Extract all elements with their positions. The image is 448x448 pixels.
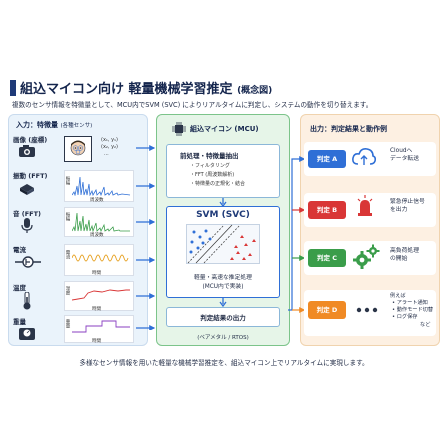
title-accent-bar: [10, 80, 16, 96]
arrow-down-icon-2: [219, 298, 227, 308]
output-d-line-3: • 動作モード切替: [392, 307, 434, 313]
vibration-axis-y: 振幅: [65, 176, 70, 185]
temperature-line: [72, 289, 130, 301]
sound-axis-y: 振幅: [65, 212, 70, 221]
gears-icon: [353, 244, 380, 269]
chip-icon: [172, 122, 186, 136]
coord-1: (x₁, y₁): [101, 137, 119, 143]
output-c-line-1: 高負荷処理: [390, 248, 419, 254]
sensor-label-vibration: 振動 (FFT): [13, 172, 48, 180]
preprocess-box: [166, 144, 280, 198]
sensor-label-image: 画像 (座標): [13, 136, 48, 144]
output-result-title: 判定結果の出力: [200, 314, 246, 322]
output-d-line-4: • ログ保存: [392, 314, 418, 320]
temperature-axis-y: 温度: [65, 286, 70, 295]
current-sensor-icon: [15, 256, 41, 268]
output-b-line-1: 緊急停止信号: [390, 199, 425, 205]
weight-axis-x: 時間: [92, 339, 101, 344]
microphone-icon: [21, 218, 33, 233]
output-arrows: [288, 156, 306, 313]
output-a-line-1: Cloudへ: [390, 148, 413, 154]
svm-caption-2: (MCU内で実装): [202, 284, 244, 290]
mcu-footer: (ベアメタル / RTOS): [197, 335, 249, 341]
temperature-chart: [64, 281, 134, 311]
input-panel-heading: 入力：特徴量 (各種センサ): [16, 121, 93, 129]
cloud-upload-icon: [352, 148, 376, 165]
preprocess-title: 前処理・特徴量抽出: [180, 152, 239, 160]
sensor-label-weight: 重量: [13, 318, 26, 326]
vibration-chart: [64, 170, 134, 202]
page-title: 組込マイコン向け 軽量機械学習推定 (概念図): [20, 82, 273, 97]
weight-line: [72, 320, 130, 333]
preprocess-item-2: ・FFT (周波数解析): [190, 172, 235, 178]
svm-title: SVM (SVC): [196, 210, 250, 220]
camera-icon: [19, 145, 35, 157]
judge-d-badge: 判定 D: [308, 301, 346, 319]
output-a-line-2: データ転送: [390, 156, 419, 162]
page-subtitle: 複数のセンサ情報を特徴量として、MCU内でSVM (SVC) によりリアルタイム…: [12, 101, 373, 109]
output-result-box: [166, 307, 280, 327]
sensor-label-current: 電流: [13, 246, 26, 254]
face-image-icon: [64, 136, 92, 162]
coord-ellipsis: ...: [104, 151, 109, 157]
title-note: (概念図): [237, 86, 273, 96]
sensor-label-sound: 音 (FFT): [13, 210, 42, 218]
sound-spectrum: [72, 212, 130, 232]
output-b-line-2: を出力: [390, 207, 408, 213]
temperature-axis-x: 時間: [92, 307, 101, 312]
footer-caption: 多様なセンサ情報を用いた軽量な機械学習推定を、組込マイコン上でリアルタイムに実現…: [79, 359, 369, 367]
current-chart: [64, 244, 134, 276]
output-c-line-2: の開始: [390, 256, 408, 262]
preprocess-item-3: ・特徴量の正規化・結合: [190, 181, 246, 187]
sound-axis-x: 周波数: [90, 233, 104, 238]
mcu-heading: 組込マイコン (MCU): [190, 125, 259, 133]
alarm-light-icon: [357, 195, 373, 216]
preprocess-item-1: ・フィルタリング: [190, 163, 230, 169]
output-panel-heading: 出力：判定結果と動作例: [310, 125, 387, 133]
output-d-line-1: 例えば: [390, 293, 406, 299]
current-axis-x: 時間: [92, 271, 101, 276]
output-d-line-5: など: [420, 322, 431, 328]
sensor-label-temperature: 温度: [13, 284, 26, 292]
current-axis-y: 電流: [65, 250, 70, 259]
current-waveform: [72, 254, 129, 262]
input-arrows: [136, 145, 156, 330]
judge-c-badge: 判定 C: [308, 249, 346, 267]
vibration-axis-x: 周波数: [90, 198, 104, 203]
svm-caption-1: 軽量・高速な推定処理: [194, 275, 252, 281]
vibration-spectrum: [72, 176, 131, 196]
more-icon: [356, 307, 378, 313]
scale-icon: [19, 328, 35, 340]
weight-chart: [64, 315, 134, 343]
coord-2: (x₂, y₂): [101, 144, 119, 150]
weight-axis-y: 重量: [65, 319, 70, 328]
output-d-line-2: • アラート通知: [392, 300, 428, 306]
svm-scatter-plot: [186, 224, 260, 264]
vibration-sensor-icon: [20, 184, 34, 195]
judge-a-badge: 判定 A: [308, 150, 346, 168]
thermometer-icon: [23, 292, 31, 310]
judge-b-badge: 判定 B: [308, 201, 346, 219]
